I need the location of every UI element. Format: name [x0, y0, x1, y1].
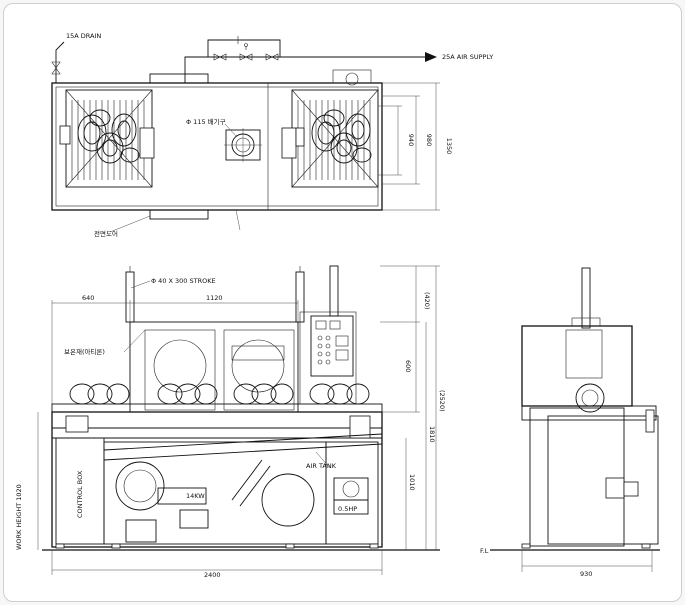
front-view	[37, 265, 440, 575]
dim-2400: 2400	[204, 571, 221, 579]
dim-980: 980	[425, 134, 433, 146]
dim-1010: 1010	[408, 474, 416, 491]
heater-label: 14KW	[186, 492, 205, 500]
work-height-label: WORK HEIGHT 1020	[15, 484, 23, 550]
dim-940: 940	[407, 134, 415, 146]
dim-640: 640	[82, 294, 94, 302]
air-supply-label: 25A AIR SUPPLY	[442, 53, 493, 61]
fl-label: F.L	[480, 547, 489, 555]
drawing-frame	[3, 3, 682, 602]
dim-2520: (2520)	[438, 390, 446, 412]
exhaust-label: Φ 115 배기구	[186, 117, 226, 126]
insulation-label: 보온재(아티론)	[64, 347, 105, 356]
front-door-label: 전면도어	[94, 229, 118, 238]
top-view	[51, 36, 440, 233]
side-view	[490, 267, 660, 572]
dim-1810: 1810	[428, 426, 436, 443]
dim-600: 600	[404, 360, 412, 372]
stroke-label: Φ 40 X 300 STROKE	[151, 277, 216, 285]
dim-1350: 1350	[445, 138, 453, 155]
air-tank-label: AIR TANK	[306, 462, 337, 470]
dim-930: 930	[580, 570, 592, 578]
drain-label: 15A DRAIN	[66, 32, 101, 40]
dim-1120: 1120	[206, 294, 223, 302]
dim-420: (420)	[423, 292, 431, 309]
control-box-label: CONTROL BOX	[76, 470, 84, 518]
motor-label: 0.5HP	[338, 505, 357, 513]
